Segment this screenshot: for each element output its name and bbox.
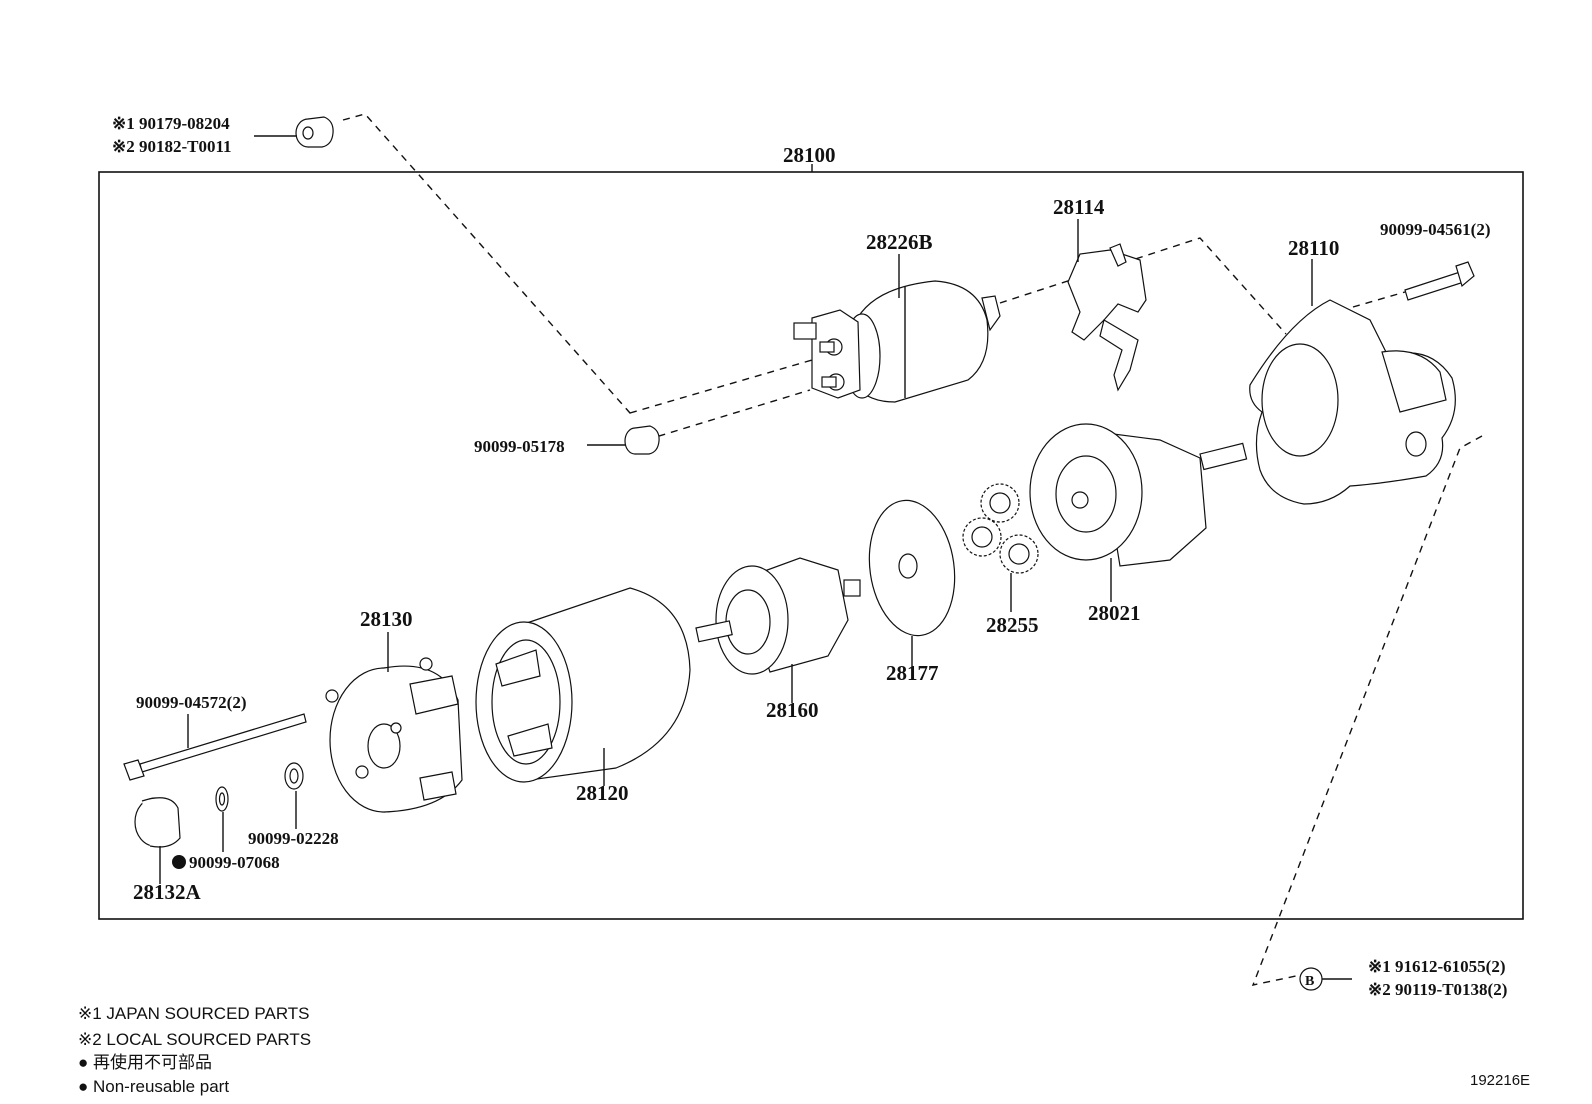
- bolt-04572-label[interactable]: 90099-04572(2): [136, 693, 246, 712]
- part-28132A-label[interactable]: 28132A: [133, 880, 202, 904]
- housing-icon[interactable]: [1249, 299, 1456, 505]
- washer-02228-label[interactable]: 90099-02228: [248, 829, 339, 848]
- dash-nut-solenoid-2: [645, 389, 811, 441]
- assembly-frame: [98, 171, 1524, 920]
- non-reusable-dot-icon: [172, 855, 186, 869]
- legend-japan: ※1 JAPAN SOURCED PARTS: [78, 1004, 310, 1023]
- part-28021-label[interactable]: 28021: [1088, 601, 1141, 625]
- part-28110-label[interactable]: 28110: [1288, 236, 1339, 260]
- dash-bolt-housing: [1352, 291, 1406, 308]
- part-28114-label[interactable]: 28114: [1053, 195, 1105, 219]
- legend-nonreuse-en: ● Non-reusable part: [78, 1077, 229, 1096]
- planetary-gears-icon[interactable]: [962, 483, 1039, 574]
- top-nut-local-label[interactable]: ※2 90182-T0011: [112, 137, 232, 156]
- bottom-nut-symbol: B: [1305, 974, 1314, 989]
- nut-05178-label[interactable]: 90099-05178: [474, 437, 565, 456]
- top-nut-icon[interactable]: [295, 116, 334, 148]
- part-28130-label[interactable]: 28130: [360, 607, 413, 631]
- o-ring-icon[interactable]: [215, 786, 229, 812]
- legend-local: ※2 LOCAL SOURCED PARTS: [78, 1030, 311, 1049]
- bottom-nut-jp-label[interactable]: ※1 91612-61055(2): [1368, 957, 1505, 976]
- end-cap-icon[interactable]: [134, 797, 181, 848]
- o-ring-07068-label[interactable]: 90099-07068: [189, 853, 280, 872]
- solenoid-icon[interactable]: [793, 280, 1001, 403]
- part-28255-label[interactable]: 28255: [986, 613, 1039, 637]
- top-nut-jp-label[interactable]: ※1 90179-08204: [112, 114, 230, 133]
- through-bolt-icon[interactable]: [123, 713, 307, 781]
- part-28177-label[interactable]: 28177: [886, 661, 939, 685]
- armature-icon[interactable]: [695, 557, 861, 675]
- dash-nut-solenoid: [629, 359, 813, 414]
- dash-top-nut: [342, 113, 637, 414]
- plate-icon[interactable]: [861, 495, 963, 641]
- diagram-id: 192216E: [1470, 1072, 1530, 1089]
- end-frame-icon[interactable]: [325, 657, 463, 813]
- washer-icon[interactable]: [284, 762, 304, 790]
- housing-bolt-icon[interactable]: [1404, 261, 1475, 301]
- legend-nonreuse-jp: ● 再使用不可部品: [78, 1052, 212, 1072]
- part-28160-label[interactable]: 28160: [766, 698, 819, 722]
- bottom-nut-local-label[interactable]: ※2 90119-T0138(2): [1368, 980, 1507, 999]
- yoke-icon[interactable]: [475, 587, 691, 783]
- assembly-label[interactable]: 28100: [783, 143, 836, 167]
- bottom-nut-icon[interactable]: B: [1299, 967, 1323, 991]
- part-28120-label[interactable]: 28120: [576, 781, 629, 805]
- lever-icon[interactable]: [1067, 243, 1147, 392]
- dash-bottom-nut: [1251, 435, 1483, 986]
- bolt-04561-label[interactable]: 90099-04561(2): [1380, 220, 1490, 239]
- clutch-icon[interactable]: [1029, 423, 1248, 567]
- part-28226B-label[interactable]: 28226B: [866, 230, 933, 254]
- terminal-nut-icon[interactable]: [624, 425, 660, 455]
- dash-solenoid-housing: [999, 237, 1287, 335]
